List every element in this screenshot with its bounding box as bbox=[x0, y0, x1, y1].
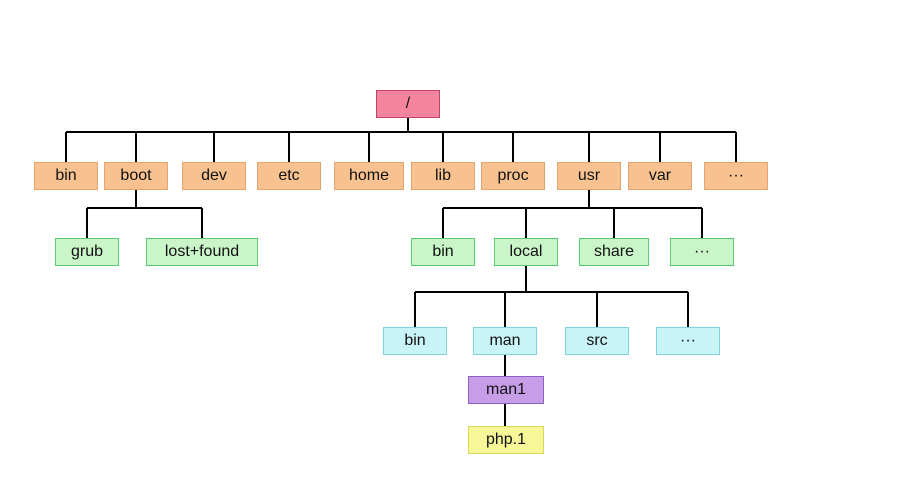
node-var: var bbox=[628, 162, 692, 190]
node-local-src: src bbox=[565, 327, 629, 355]
node-lib: lib bbox=[411, 162, 475, 190]
node-usr-share: share bbox=[579, 238, 649, 266]
node-php1: php.1 bbox=[468, 426, 544, 454]
node-bin: bin bbox=[34, 162, 98, 190]
node-local-bin: bin bbox=[383, 327, 447, 355]
node-usr-more: ··· bbox=[670, 238, 734, 266]
node-root: / bbox=[376, 90, 440, 118]
node-boot: boot bbox=[104, 162, 168, 190]
node-more-root: ··· bbox=[704, 162, 768, 190]
node-usr-bin: bin bbox=[411, 238, 475, 266]
node-usr-local: local bbox=[494, 238, 558, 266]
node-man1: man1 bbox=[468, 376, 544, 404]
node-dev: dev bbox=[182, 162, 246, 190]
node-home: home bbox=[334, 162, 404, 190]
node-proc: proc bbox=[481, 162, 545, 190]
node-etc: etc bbox=[257, 162, 321, 190]
node-local-more: ··· bbox=[656, 327, 720, 355]
node-usr: usr bbox=[557, 162, 621, 190]
node-lost-found: lost+found bbox=[146, 238, 258, 266]
node-local-man: man bbox=[473, 327, 537, 355]
node-grub: grub bbox=[55, 238, 119, 266]
